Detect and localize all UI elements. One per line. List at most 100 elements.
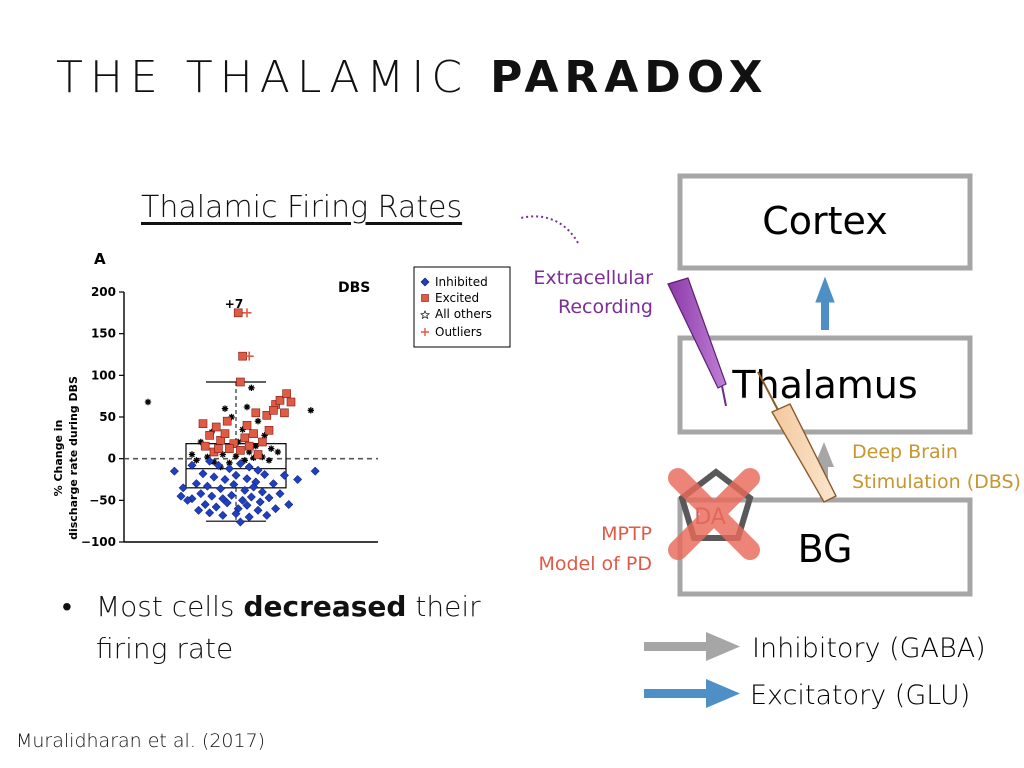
recording-electrode-icon	[667, 277, 727, 407]
inhibited-point	[275, 489, 285, 499]
excited-point	[258, 437, 267, 447]
bg-label: BG	[798, 527, 853, 571]
chart-heading: Thalamic Firing Rates	[141, 190, 463, 225]
bullet-text-1: Most cells	[96, 590, 235, 623]
inhibited-point	[246, 492, 256, 502]
inhibited-point	[260, 469, 270, 480]
excited-point	[242, 421, 252, 430]
thalamus-box	[677, 335, 973, 435]
inhibited-point	[242, 474, 252, 484]
inhibited-point	[238, 495, 248, 505]
excitatory-legend-arrow-icon	[706, 679, 740, 708]
lesion-cross-icon	[668, 468, 760, 560]
excited-point	[264, 426, 274, 435]
excitatory-legend-label: Excitatory (GLU)	[750, 680, 970, 711]
other-point	[197, 438, 204, 446]
inhibited-point	[262, 510, 272, 520]
inhibited-point	[200, 499, 210, 510]
inhibited-point	[213, 460, 223, 470]
inhibited-point	[249, 482, 259, 492]
legend-marker-excited	[421, 294, 429, 302]
excited-point	[286, 397, 296, 407]
inhibited-point	[207, 491, 217, 501]
other-point	[221, 405, 229, 412]
inhibited-point	[268, 479, 278, 489]
legend-marker-outliers	[421, 328, 429, 336]
other-point	[307, 407, 314, 414]
firing-rate-chart: A DBS +7 % Change in discharge rate duri…	[52, 250, 511, 549]
other-point	[219, 451, 226, 458]
inhibited-point	[220, 474, 230, 485]
excited-point	[233, 308, 243, 318]
y-tick-label: −50	[89, 493, 116, 507]
inhibited-point	[255, 497, 265, 507]
excited-point	[275, 396, 285, 405]
excited-point	[282, 389, 291, 398]
legend-label-all-others: All others	[435, 307, 492, 321]
chart-legend: Inhibited Excited All others Outliers	[413, 266, 511, 348]
other-point	[188, 451, 196, 458]
other-point	[232, 452, 240, 460]
cortex-label: Cortex	[762, 199, 888, 243]
inhibited-point	[253, 505, 263, 515]
excited-point	[211, 422, 221, 432]
other-point	[259, 453, 266, 461]
inhibited-point	[224, 464, 234, 474]
other-point	[241, 457, 248, 464]
excited-point	[240, 433, 250, 443]
mptp-label-line2: Model of PD	[538, 553, 652, 575]
inhibited-point	[178, 483, 188, 493]
outlier-point	[242, 308, 252, 318]
legend-frame	[413, 266, 511, 348]
excited-point	[220, 429, 230, 438]
excited-point	[262, 411, 272, 420]
legend-label-outliers: Outliers	[435, 325, 482, 339]
excited-point	[216, 436, 225, 445]
excitatory-legend-shaft	[644, 689, 710, 698]
inhibited-point	[196, 489, 206, 499]
inhibited-point	[310, 466, 320, 476]
inhibited-point	[271, 504, 281, 514]
legend-label-excited: Excited	[435, 291, 479, 305]
excited-point	[269, 406, 278, 415]
inhibited-point	[229, 479, 239, 490]
bullet-bold: decreased	[243, 590, 407, 623]
recording-label-line1: Extracellular	[533, 267, 653, 289]
legend-label-inhibited: Inhibited	[435, 275, 488, 289]
excited-point	[205, 431, 214, 440]
inhibited-point	[194, 505, 204, 515]
inhibited-point	[231, 509, 241, 519]
inhibited-point	[231, 470, 241, 480]
excited-point	[249, 429, 258, 438]
excitatory-arrow-shaft	[821, 300, 829, 330]
inhibited-point	[211, 502, 221, 512]
outlier-count-label: +7	[225, 297, 243, 311]
recording-dotted-arrow	[520, 215, 579, 244]
inhibited-point	[218, 510, 228, 520]
y-tick-label: 200	[91, 285, 116, 299]
inhibited-point	[279, 470, 289, 480]
excited-point	[280, 408, 289, 418]
inhibited-point	[198, 469, 208, 479]
outlier-point	[244, 351, 254, 361]
y-axis-title: % Change in discharge rate during DBS	[52, 376, 80, 540]
inhibited-point	[240, 485, 250, 495]
dbs-electrode-icon	[757, 371, 837, 503]
excited-point	[244, 441, 254, 451]
other-point	[210, 458, 218, 466]
dbs-label-line2: Stimulation (DBS)	[852, 471, 1021, 493]
thalamus-label: Thalamus	[731, 363, 917, 407]
inhibited-point	[253, 465, 263, 475]
inhibited-point	[235, 459, 245, 469]
legend-excitatory: Excitatory (GLU)	[644, 679, 970, 711]
inhibited-point	[202, 481, 212, 491]
excited-point	[253, 450, 263, 459]
condition-label: DBS	[338, 280, 370, 296]
excited-point	[236, 446, 245, 455]
inhibited-point	[244, 462, 254, 472]
excited-point	[214, 444, 223, 453]
other-point	[261, 432, 268, 439]
other-point	[248, 384, 255, 392]
inhibitory-legend-arrow-icon	[706, 632, 740, 661]
